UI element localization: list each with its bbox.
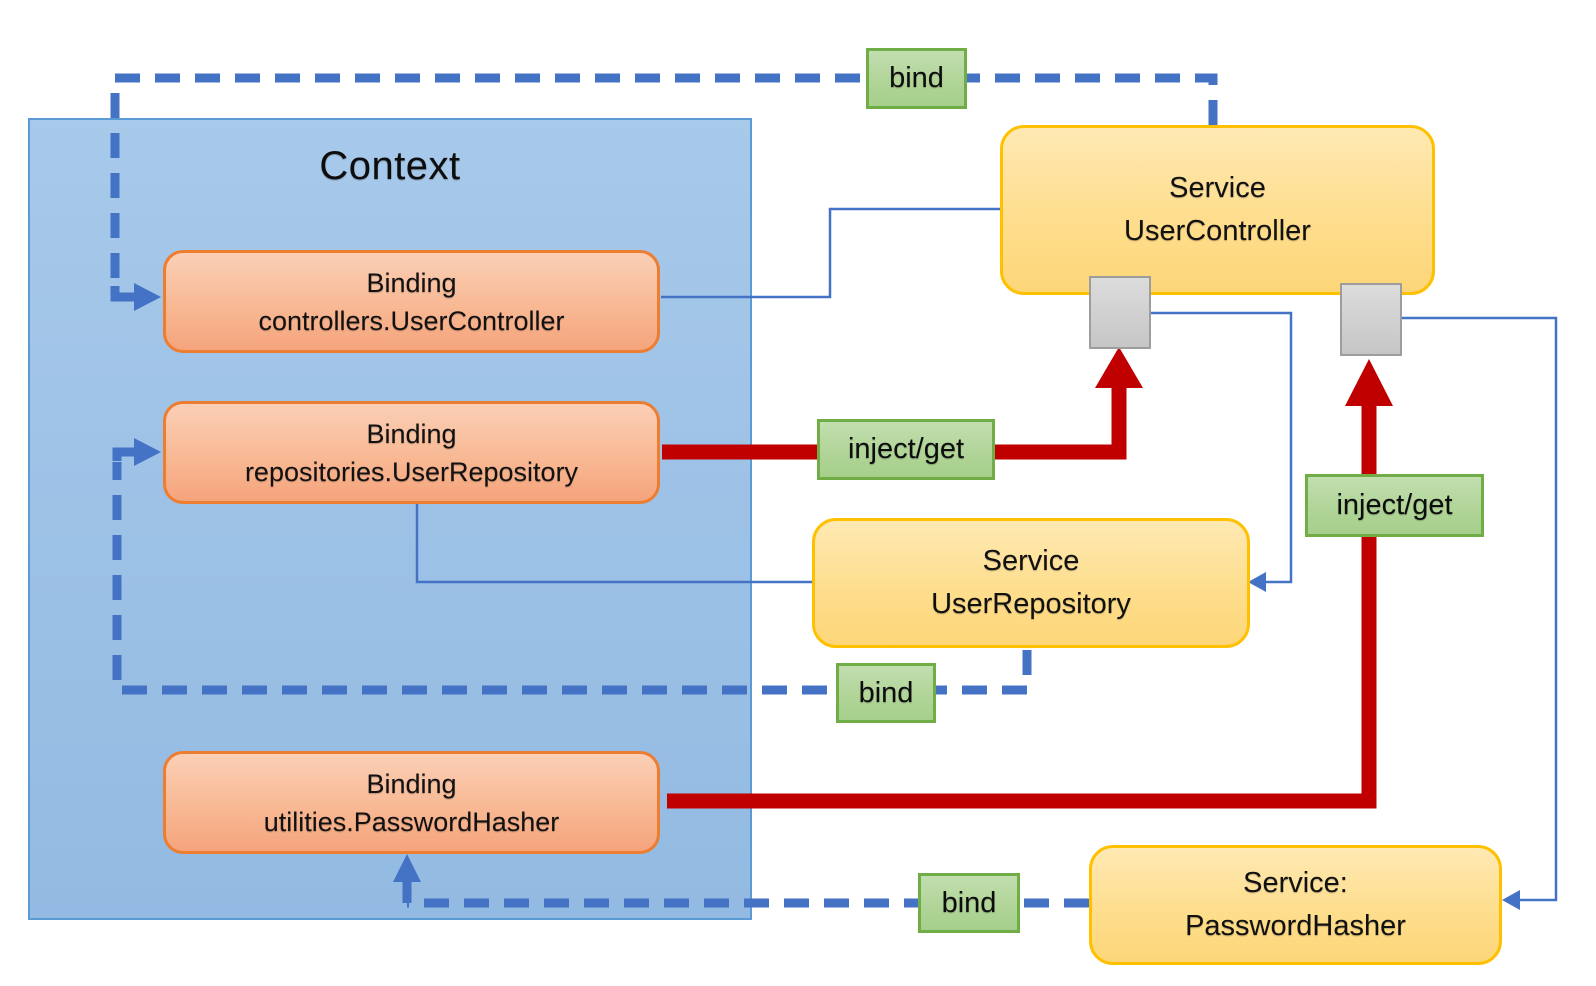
service-userrepository: Service UserRepository [812, 518, 1250, 648]
resolve-line-usercontroller [661, 207, 1001, 299]
binding-repositories-userrepository: Binding repositories.UserRepository [163, 401, 660, 504]
inject-arrowhead-userrepository [1095, 347, 1143, 388]
binding-title: Binding [366, 768, 457, 799]
inject-get-label-right: inject/get [1305, 474, 1484, 537]
binding-title: Binding [366, 418, 457, 449]
bind-edge-usercontroller [110, 73, 1218, 311]
injection-port-passwordhasher [1340, 283, 1402, 356]
inject-get-label-left: inject/get [817, 419, 995, 480]
bind-arrowhead-usercontroller [134, 283, 161, 311]
bind-edge-userrepository [112, 438, 1032, 695]
binding-key: repositories.UserRepository [244, 456, 579, 487]
bind-edge-passwordhasher [393, 854, 1089, 908]
resolve-line-userrepository [415, 504, 814, 584]
binding-utilities-passwordhasher: Binding utilities.PasswordHasher [163, 751, 660, 854]
bind-arrowhead-userrepository [134, 438, 161, 466]
service-title: Service [982, 545, 1080, 577]
binding-key: utilities.PasswordHasher [263, 806, 560, 837]
dependency-line-usercontroller-passwordhasher [1402, 316, 1558, 910]
service-passwordhasher: Service: PasswordHasher [1089, 845, 1502, 965]
service-title: Service: [1243, 867, 1348, 899]
binding-key: controllers.UserController [258, 305, 565, 336]
inject-get-edge-userrepository [662, 347, 1143, 460]
bind-label-bottom: bind [918, 873, 1020, 933]
context-title: Context [319, 144, 461, 188]
dependency-arrowhead-passwordhasher [1502, 890, 1520, 910]
service-name: UserRepository [931, 588, 1131, 620]
binding-title: Binding [366, 267, 457, 298]
bind-label-middle: bind [836, 663, 936, 723]
service-name: UserController [1124, 215, 1311, 247]
service-title: Service [1169, 172, 1266, 204]
dependency-arrowhead-userrepository [1248, 572, 1266, 592]
dependency-line-usercontroller-userrepository [1151, 311, 1293, 592]
injection-port-userrepository [1089, 276, 1151, 349]
inject-arrowhead-passwordhasher [1345, 359, 1393, 406]
bind-arrowhead-passwordhasher [393, 854, 421, 882]
service-name: PasswordHasher [1185, 910, 1406, 942]
binding-controllers-usercontroller: Binding controllers.UserController [163, 250, 660, 353]
service-usercontroller: Service UserController [1000, 125, 1435, 295]
bind-label-top: bind [866, 48, 967, 109]
